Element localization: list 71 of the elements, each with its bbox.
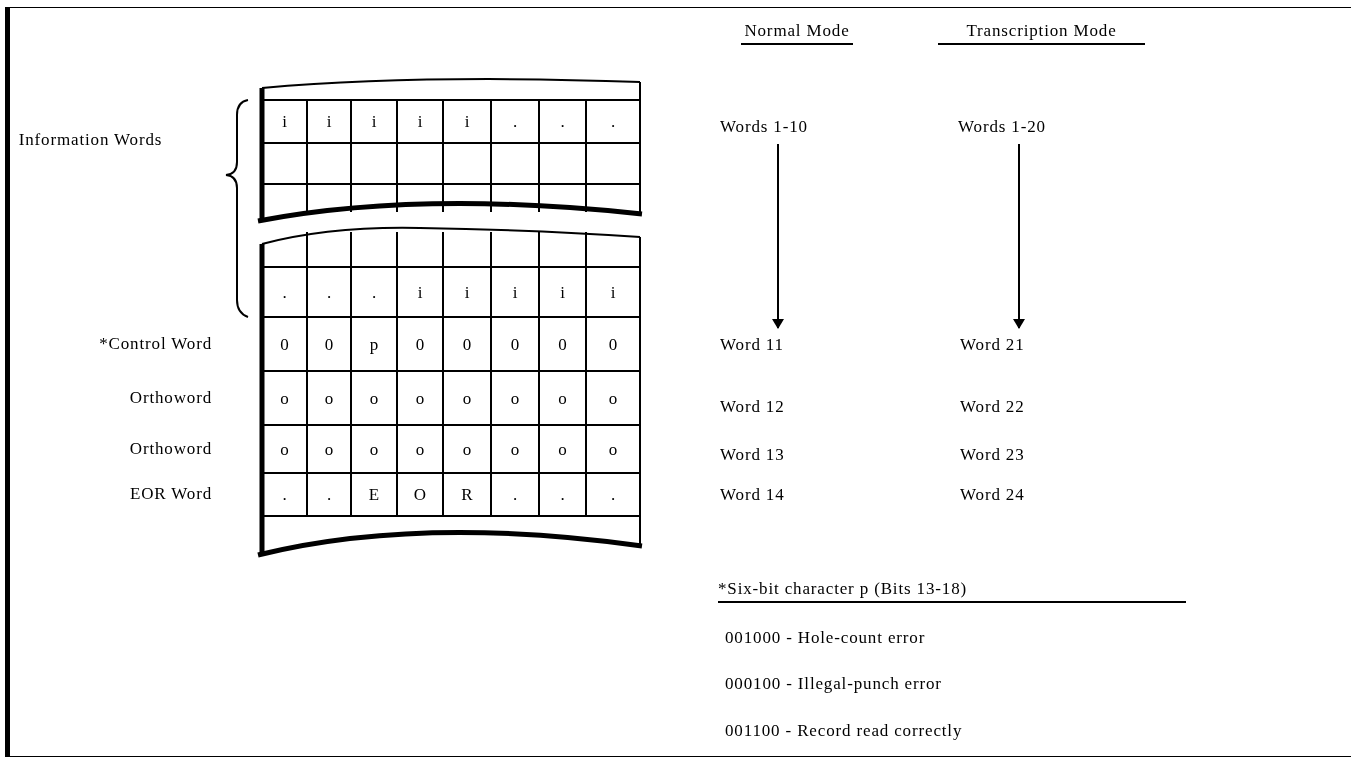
grid-character: i [464,113,470,130]
word-number: Word 13 [720,444,786,466]
grid-character: p [369,335,379,353]
column-heading: Normal Mode [741,20,853,46]
row-label: EOR Word [128,483,212,505]
grid-character: 0 [462,335,472,353]
grid-character: o [415,389,425,407]
note-heading: *Six-bit character p (Bits 13-18) [718,578,1186,604]
grid-character: 0 [558,335,567,353]
grid-character: o [324,440,334,458]
grid-character: o [510,389,520,407]
word-number: Word 14 [720,484,786,506]
grid-character: o [462,389,472,407]
word-number: Word 23 [960,444,1026,466]
grid-character: . [560,113,565,130]
note-line: 001000 - Hole-count error [725,627,927,649]
grid-character: o [608,389,618,407]
grid-character: o [608,440,618,458]
grid-character: . [282,283,287,301]
grid-character: . [326,283,332,301]
arrow [772,143,784,329]
grid-character: 0 [608,335,618,353]
grid-character: E [368,486,380,503]
column-heading: Transcription Mode [938,20,1145,46]
grid-character: . [371,283,377,301]
grid-character: i [326,113,332,130]
grid-character: i [417,113,423,130]
grid-character: i [464,283,470,301]
word-range-text: Word 11 [720,334,784,356]
note-line: 001100 - Record read correctly [725,720,964,742]
grid-character: o [415,440,425,458]
grid-character: i [371,113,377,130]
row-label: *Control Word [98,333,212,355]
word-range-text: Words 1-20 [958,116,1046,138]
grid-character: 0 [280,335,289,353]
row-label: Information Words [17,129,164,151]
grid-character: . [610,113,616,130]
grid-character: o [369,389,379,407]
grid-character: i [560,283,565,301]
word-range-text: Word 21 [960,334,1025,356]
grid-character: . [512,113,518,130]
grid-character: . [610,486,616,503]
grid-character: o [369,440,379,458]
grid-character: i [282,113,287,130]
word-number: Word 24 [960,484,1026,506]
grid-character: . [512,486,518,503]
grid-character: o [462,440,472,458]
arrow [1013,143,1025,329]
row-label: Orthoword [128,387,212,409]
grid-character: 0 [324,335,334,353]
word-range-text: Words 1-10 [720,116,808,138]
grid-character: . [282,486,287,503]
grid-character: . [326,486,332,503]
word-number: Word 22 [960,396,1026,418]
grid-character: . [560,486,565,503]
grid-character: 0 [415,335,425,353]
grid-character: o [280,389,289,407]
row-label: Orthoword [128,438,212,460]
grid-character: o [558,440,567,458]
grid-character: o [510,440,520,458]
grid-character: o [324,389,334,407]
grid-character: o [280,440,289,458]
grid-character: O [413,486,427,503]
word-number: Word 12 [720,396,786,418]
grid-character: 0 [510,335,520,353]
grid-character: i [417,283,423,301]
grid-character: i [512,283,518,301]
note-line: 000100 - Illegal-punch error [725,673,943,695]
grid-character: R [461,486,473,503]
grid-character: i [610,283,616,301]
grid-character: o [558,389,567,407]
